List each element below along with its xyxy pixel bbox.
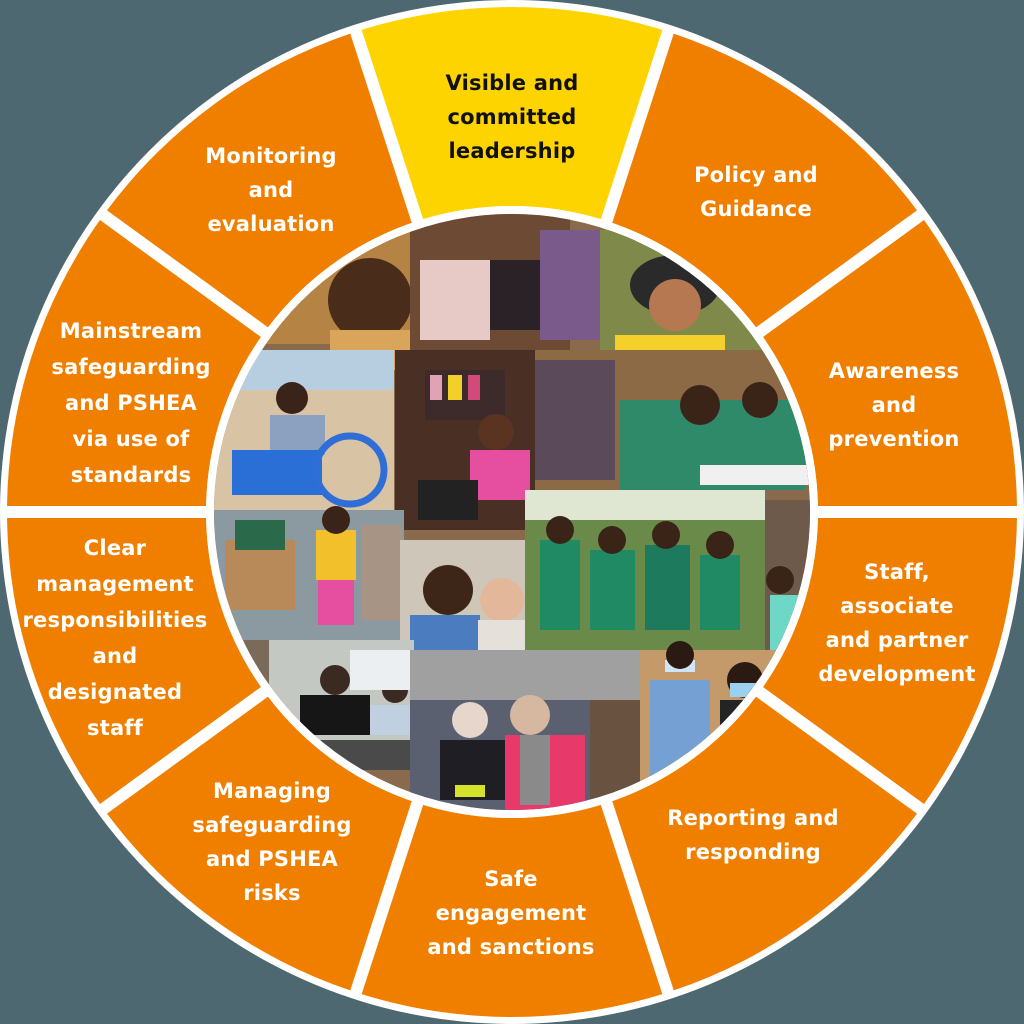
segment-label-managing-risks: Managing safeguarding and PSHEA risks xyxy=(192,779,352,905)
segment-label-staff-development: Staff, associate and partner development xyxy=(818,560,976,686)
segment-label-monitoring: Monitoring and evaluation xyxy=(205,144,337,236)
segment-policy xyxy=(612,33,917,328)
segment-label-policy: Policy and Guidance xyxy=(694,163,818,221)
wheel-segments xyxy=(7,7,1017,1017)
segment-label-awareness: Awareness and prevention xyxy=(828,359,960,451)
segment-label-leadership: Visible and committed leadership xyxy=(445,71,579,163)
segment-monitoring xyxy=(107,33,412,328)
segment-managing-risks xyxy=(107,696,412,991)
segment-staff-dev xyxy=(763,518,1017,804)
segment-label-management: Clear management responsibilities and de… xyxy=(22,536,208,740)
segment-management xyxy=(7,518,261,804)
segment-label-safe-engagement: Safe engagement and sanctions xyxy=(427,867,595,959)
segment-mainstream xyxy=(7,220,261,506)
segment-label-reporting: Reporting and responding xyxy=(667,806,839,864)
segment-safe-engagement xyxy=(361,804,663,1017)
segment-awareness xyxy=(763,220,1017,506)
segment-leadership xyxy=(361,7,663,220)
segment-label-mainstream: Mainstream safeguarding and PSHEA via us… xyxy=(51,319,211,487)
segment-reporting xyxy=(612,696,917,991)
